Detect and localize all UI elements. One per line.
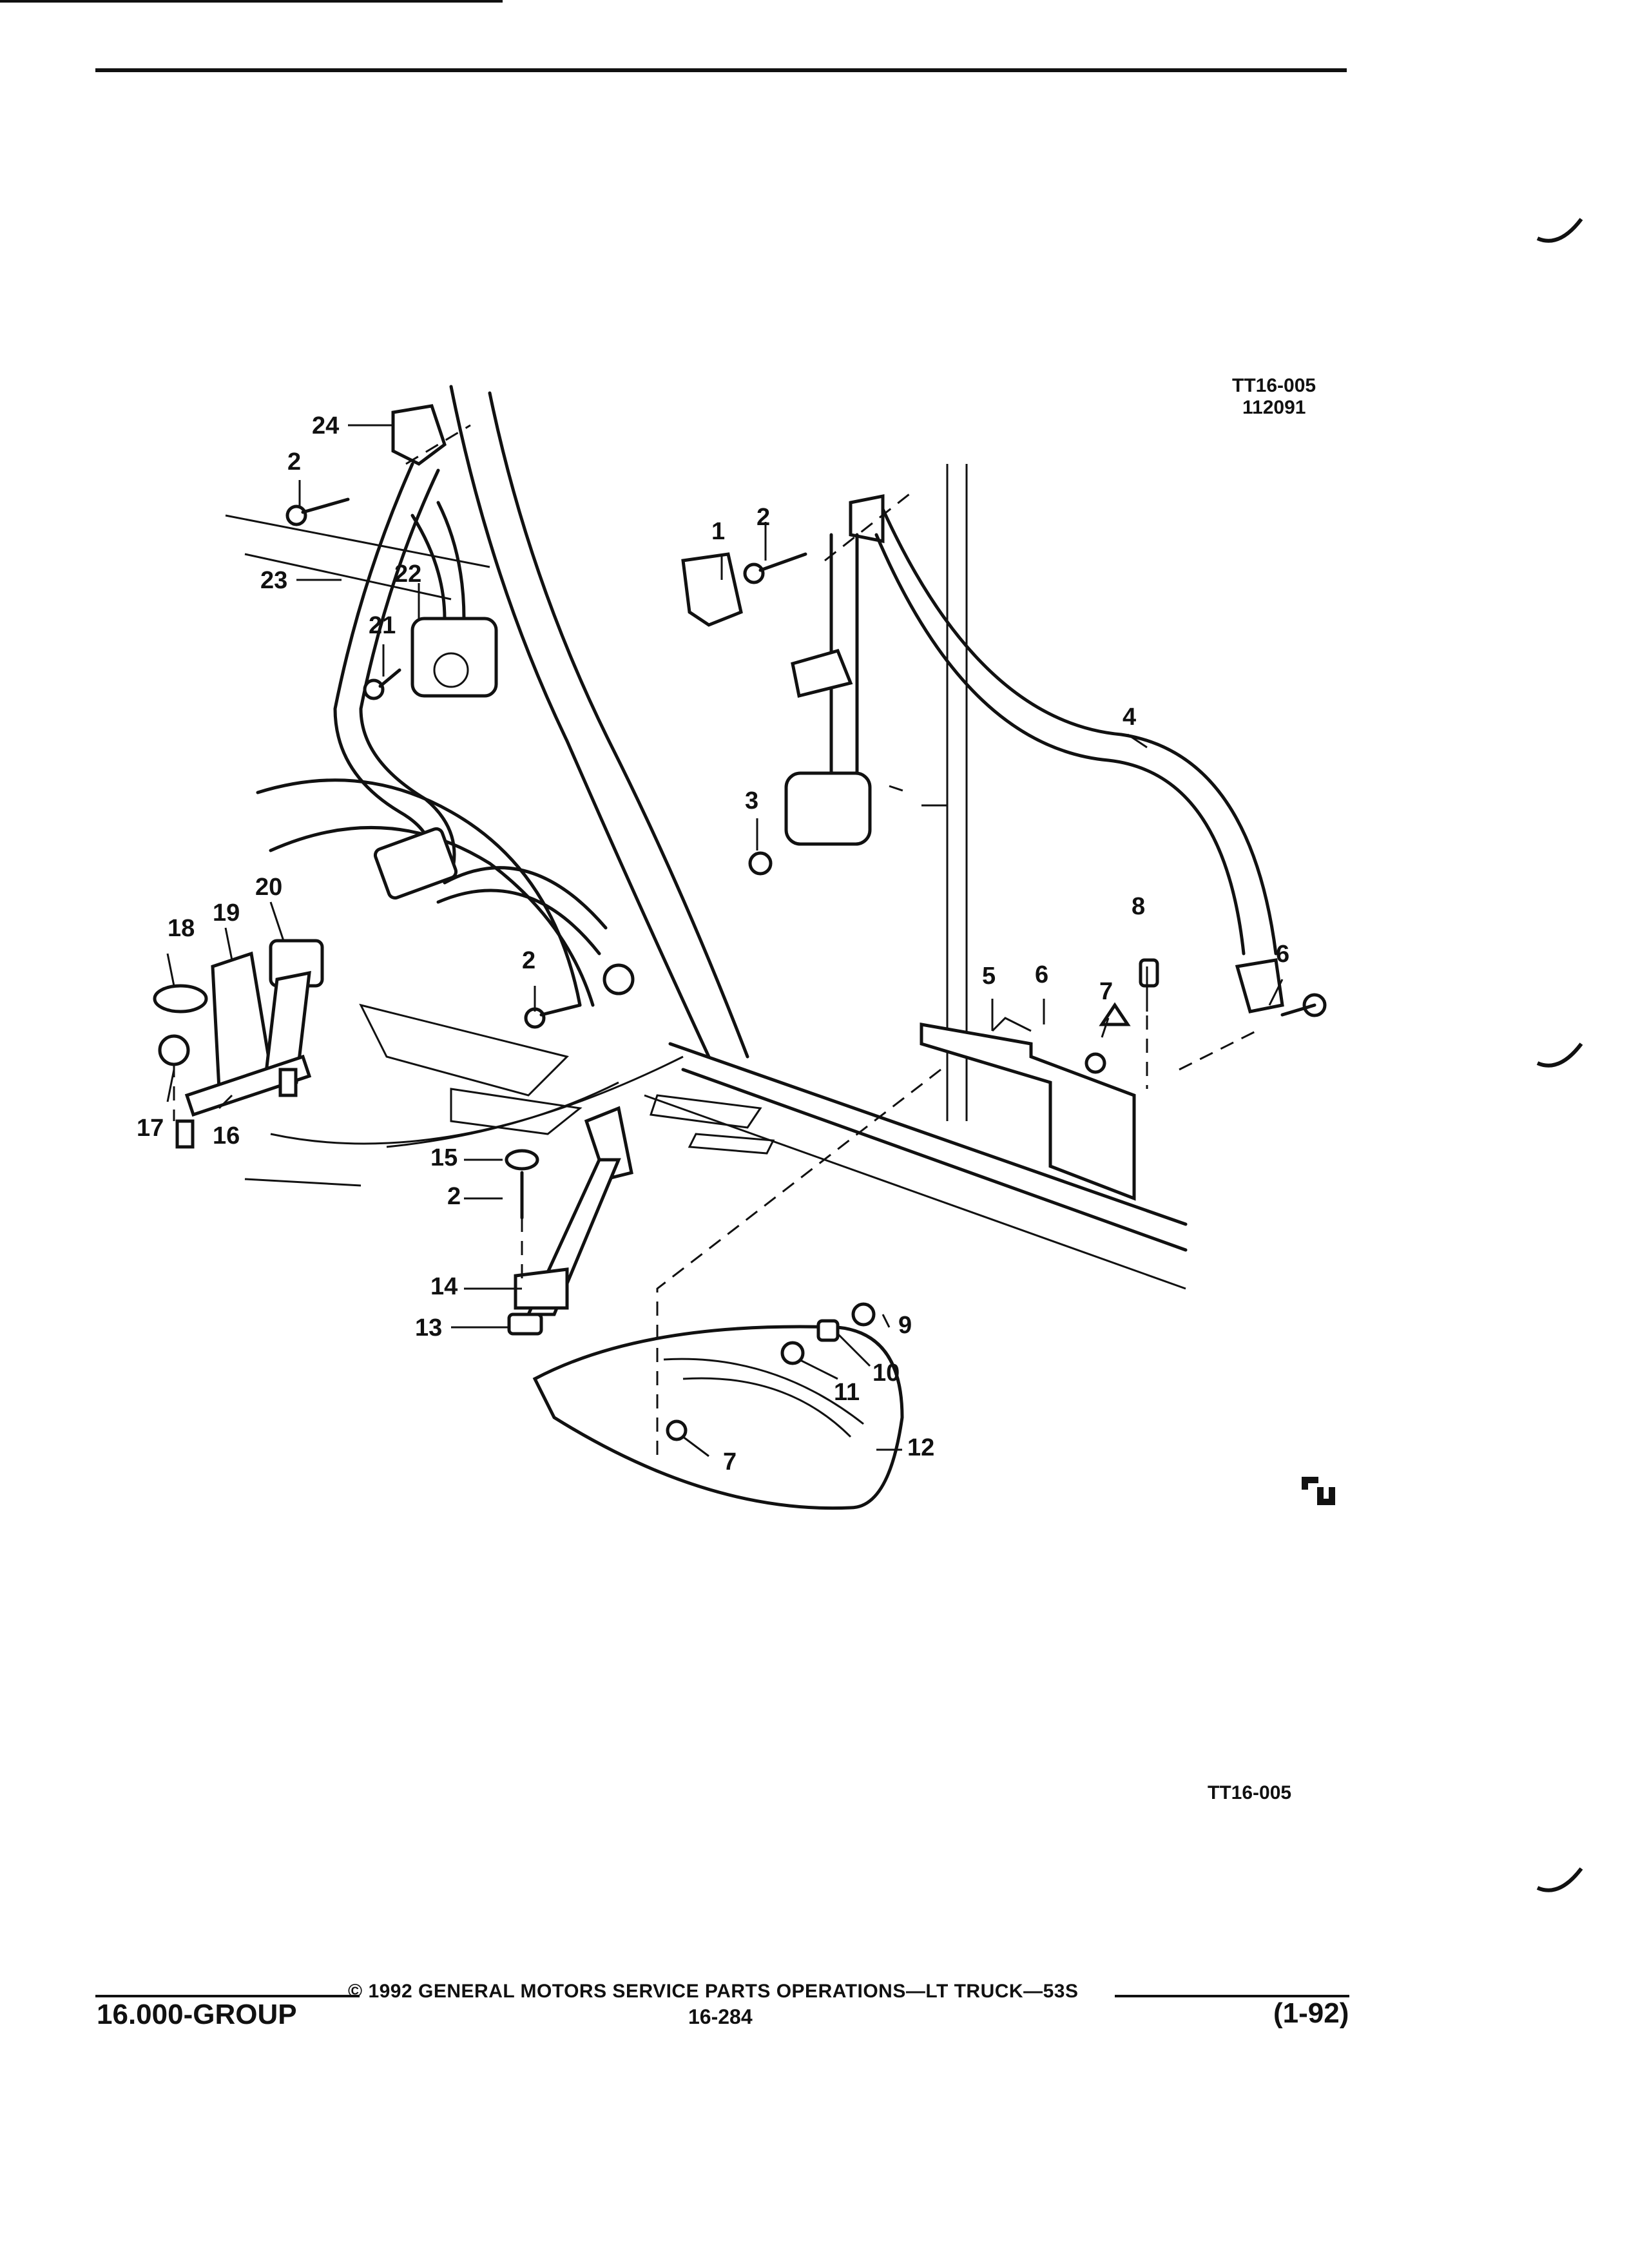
callout-2-middle: 2: [522, 947, 536, 974]
binder-mark-icon: [1536, 1867, 1583, 1892]
callout-23: 23: [260, 567, 288, 594]
left-belt-assembly: [333, 404, 635, 995]
callout-4: 4: [1123, 704, 1137, 731]
callout-2-lower: 2: [447, 1183, 461, 1210]
callout-7-lower: 7: [723, 1448, 737, 1475]
assembly-dash-lines: [173, 424, 1257, 1456]
drawing-code: TT16-005: [1232, 375, 1316, 396]
callout-3: 3: [745, 787, 759, 814]
buckle-bracket-assembly: [505, 1106, 633, 1336]
footer-revision: (1-92): [1273, 1997, 1349, 2029]
callout-6-right: 6: [1276, 941, 1290, 968]
callout-20: 20: [255, 874, 283, 901]
callout-11: 11: [834, 1379, 860, 1406]
callout-18: 18: [168, 915, 195, 942]
footer-rule-left: [95, 1995, 360, 1997]
callout-13: 13: [415, 1314, 443, 1341]
binder-mark-icon: [1536, 1043, 1583, 1068]
callout-2-top-right: 2: [757, 504, 771, 531]
footer-rule-right: [1115, 1995, 1349, 1997]
body-pillar-lines: [225, 385, 1188, 1290]
callout-2-top-left: 2: [287, 448, 302, 476]
hardware-parts: [285, 497, 1327, 1074]
callout-21: 21: [369, 612, 396, 639]
lower-anchor-bracket: [920, 1017, 1136, 1201]
footer-copyright: © 1992 GENERAL MOTORS SERVICE PARTS OPER…: [348, 1981, 1079, 2002]
callout-17: 17: [137, 1115, 164, 1142]
callout-1: 1: [711, 518, 726, 545]
callout-8: 8: [1132, 893, 1146, 920]
floor-and-wheelhouse: [244, 778, 775, 1187]
header-rule: [95, 68, 1347, 72]
drawing-date: 112091: [1242, 397, 1306, 418]
callout-24: 24: [312, 412, 340, 439]
binder-mark-icon: [1536, 218, 1583, 243]
callout-10: 10: [872, 1360, 900, 1387]
footer-page-number: 16-284: [688, 2005, 753, 2028]
callout-22: 22: [394, 561, 422, 588]
bottom-drawing-code: TT16-005: [1208, 1782, 1292, 1803]
top-edge-rule: [0, 0, 503, 3]
callout-9: 9: [898, 1312, 912, 1339]
callout-6-left: 6: [1035, 961, 1049, 988]
footer-group: 16.000-GROUP: [97, 1999, 297, 2030]
service-symbol-icon: [1302, 1477, 1335, 1505]
trim-cover-assembly: [532, 1302, 904, 1510]
seat-base-assembly: [153, 939, 324, 1149]
callout-16: 16: [213, 1122, 240, 1149]
callout-5: 5: [982, 963, 996, 990]
callout-7-upper: 7: [1099, 978, 1113, 1005]
callout-14: 14: [430, 1273, 458, 1300]
callout-15: 15: [430, 1144, 458, 1171]
callout-leaders: [166, 424, 1284, 1457]
right-belt-assembly: [784, 494, 1284, 1014]
callout-19: 19: [213, 899, 240, 927]
callout-12: 12: [907, 1434, 935, 1461]
